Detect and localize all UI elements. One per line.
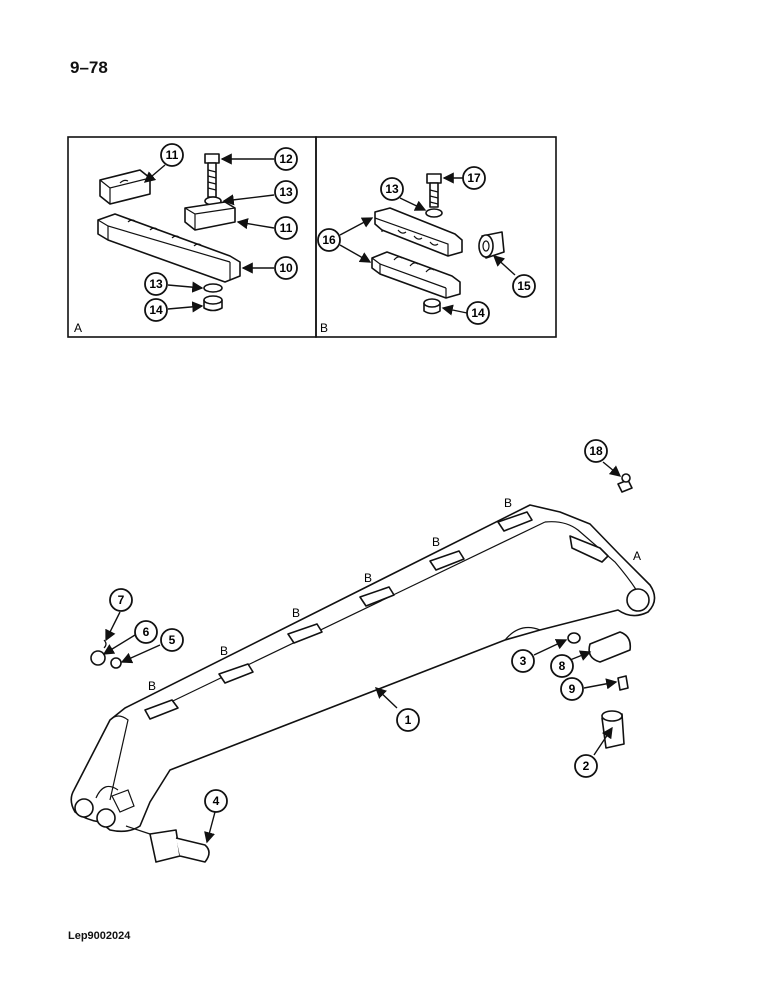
callout-16[interactable]: 16 — [317, 217, 374, 263]
retaining-pin-assembly — [90, 639, 122, 669]
callout-14[interactable]: 14 — [441, 301, 490, 325]
callout-1[interactable]: 1 — [374, 687, 420, 732]
callout-5[interactable]: 5 — [120, 628, 184, 664]
svg-text:6: 6 — [143, 625, 150, 639]
svg-text:15: 15 — [517, 279, 531, 293]
svg-text:14: 14 — [149, 303, 163, 317]
clamp-label-b: B — [504, 496, 512, 510]
clamp-label-b: B — [220, 644, 228, 658]
clamp-label-b: B — [148, 679, 156, 693]
boom: B B B B B B A — [70, 496, 656, 833]
svg-text:11: 11 — [166, 148, 179, 162]
clamp-half-long — [97, 213, 241, 283]
hose-clamp — [218, 663, 254, 684]
clamp-half-small — [99, 169, 151, 205]
svg-text:7: 7 — [118, 593, 125, 607]
callout-10[interactable]: 10 — [241, 256, 298, 280]
callout-17[interactable]: 17 — [442, 166, 486, 190]
hose-clamp — [497, 511, 533, 532]
svg-text:2: 2 — [583, 759, 590, 773]
svg-text:12: 12 — [279, 152, 293, 166]
hose-clamp — [429, 550, 465, 571]
callout-2[interactable]: 2 — [574, 726, 613, 778]
page-number: 9–78 — [70, 58, 108, 77]
bushing — [478, 231, 505, 259]
washer — [425, 208, 443, 218]
clamp-half-lower — [371, 251, 461, 299]
svg-text:1: 1 — [405, 713, 412, 727]
pivot-pin-head — [567, 631, 632, 691]
svg-text:8: 8 — [559, 659, 566, 673]
clamp-half-upper — [374, 207, 463, 257]
callout-13[interactable]: 13 — [380, 177, 427, 211]
svg-text:17: 17 — [467, 171, 481, 185]
detail-a-label: A — [74, 321, 82, 335]
nut — [203, 295, 223, 312]
hose-clamp-head — [569, 535, 609, 563]
callout-6[interactable]: 6 — [102, 620, 158, 655]
detail-box-b: B — [315, 136, 557, 338]
grease-nipple — [617, 473, 633, 493]
callout-14[interactable]: 14 — [144, 298, 204, 322]
detail-box-a: A — [67, 136, 317, 338]
callout-3[interactable]: 3 — [511, 639, 568, 673]
clamp-label-b: B — [364, 571, 372, 585]
callout-18[interactable]: 18 — [584, 439, 622, 477]
detail-b-label: B — [320, 321, 328, 335]
svg-text:10: 10 — [279, 261, 293, 275]
svg-text:11: 11 — [280, 221, 293, 235]
svg-text:5: 5 — [169, 633, 176, 647]
callout-7[interactable]: 7 — [105, 588, 133, 642]
hose-clamp — [144, 699, 179, 720]
clamp-half-top — [184, 201, 236, 231]
svg-text:13: 13 — [385, 182, 399, 196]
bushing-loose — [601, 710, 625, 749]
svg-text:3: 3 — [520, 654, 527, 668]
svg-text:14: 14 — [471, 306, 485, 320]
svg-text:16: 16 — [322, 233, 336, 247]
callout-15[interactable]: 15 — [492, 255, 536, 298]
svg-text:13: 13 — [149, 277, 163, 291]
clamp-label-b: B — [292, 606, 300, 620]
clamp-label-b: B — [432, 535, 440, 549]
nut — [423, 298, 441, 315]
callout-4[interactable]: 4 — [204, 789, 228, 844]
hose-clamp — [287, 623, 323, 644]
callout-12[interactable]: 12 — [220, 147, 298, 171]
foot-pin — [125, 825, 210, 863]
bolt — [204, 153, 220, 198]
callout-11[interactable]: 11 — [236, 216, 298, 240]
svg-text:4: 4 — [213, 794, 220, 808]
hose-clamp — [359, 586, 395, 607]
callout-13[interactable]: 13 — [144, 272, 204, 296]
svg-text:18: 18 — [589, 444, 603, 458]
callout-11[interactable]: 11 — [143, 143, 184, 183]
callout-13[interactable]: 13 — [222, 180, 298, 206]
clamp-label-a: A — [633, 549, 641, 563]
svg-text:13: 13 — [279, 185, 293, 199]
callout-9[interactable]: 9 — [560, 677, 618, 701]
bolt — [426, 173, 442, 208]
svg-text:9: 9 — [569, 682, 576, 696]
document-code: Lep9002024 — [68, 930, 131, 942]
callout-8[interactable]: 8 — [550, 650, 592, 678]
washer — [203, 283, 223, 293]
